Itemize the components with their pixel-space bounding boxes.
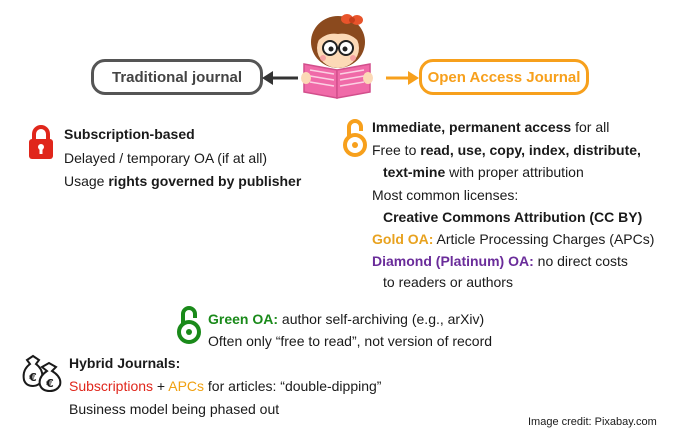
green-open-lock-icon xyxy=(177,306,201,344)
open-access-journal-box: Open Access Journal xyxy=(419,59,589,95)
money-bags-icon: € € xyxy=(22,354,62,392)
arrow-right-icon xyxy=(386,71,419,85)
girl-reading-illustration xyxy=(301,14,373,99)
subscription-title: Subscription-based xyxy=(64,126,195,142)
green-oa-line: Green OA: author self-archiving (e.g., a… xyxy=(208,311,485,327)
traditional-journal-box: Traditional journal xyxy=(91,59,263,95)
oa-cc-by: Creative Commons Attribution (CC BY) xyxy=(383,209,643,225)
subscription-usage-rights: Usage rights governed by publisher xyxy=(64,173,302,189)
image-credit: Image credit: Pixabay.com xyxy=(528,416,657,428)
svg-text:€: € xyxy=(28,371,37,384)
oa-text-mine: text-mine with proper attribution xyxy=(383,164,584,180)
arrow-left-icon xyxy=(262,71,298,85)
oa-immediate-access: Immediate, permanent access for all xyxy=(372,119,610,135)
green-oa-line-2: Often only “free to read”, not version o… xyxy=(208,333,493,349)
hybrid-double-dipping: Subscriptions + APCs for articles: “doub… xyxy=(69,378,382,394)
traditional-journal-label: Traditional journal xyxy=(111,68,242,86)
closed-lock-icon xyxy=(29,125,53,159)
open-access-journal-label: Open Access Journal xyxy=(427,68,581,86)
oa-free-to-use: Free to read, use, copy, index, distribu… xyxy=(372,142,641,158)
gold-oa-line: Gold OA: Article Processing Charges (APC… xyxy=(372,231,655,247)
diamond-oa-line: Diamond (Platinum) OA: no direct costs xyxy=(372,253,628,269)
open-lock-icon xyxy=(343,119,367,157)
oa-common-licenses: Most common licenses: xyxy=(372,187,519,203)
svg-text:€: € xyxy=(45,377,54,390)
hybrid-title: Hybrid Journals: xyxy=(69,355,181,371)
diamond-oa-line-2: to readers or authors xyxy=(383,274,513,290)
subscription-delayed-oa: Delayed / temporary OA (if at all) xyxy=(64,150,268,166)
hybrid-phased-out: Business model being phased out xyxy=(69,401,280,417)
